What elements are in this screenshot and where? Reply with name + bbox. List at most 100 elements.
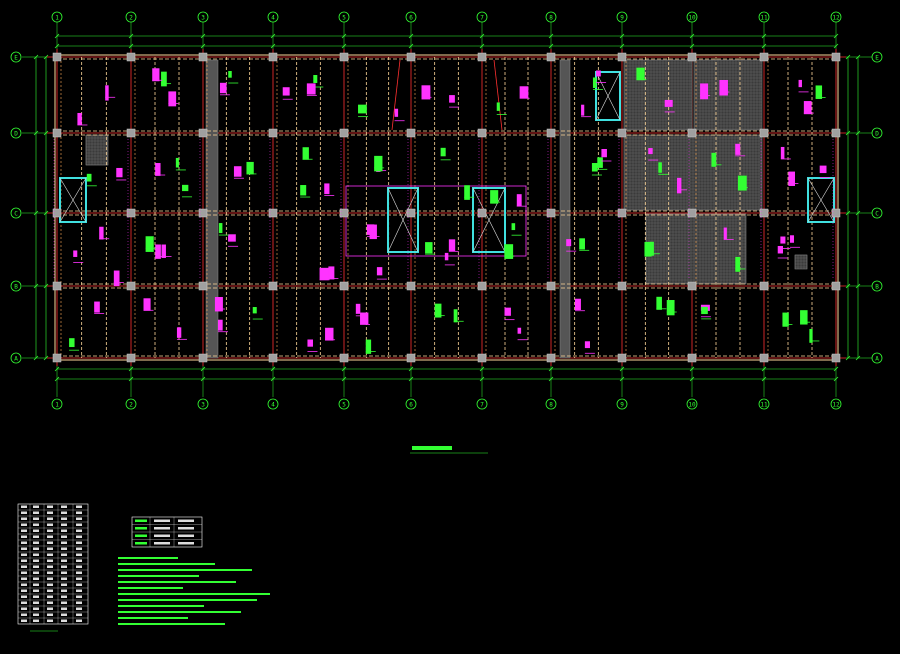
column — [339, 208, 349, 218]
column — [268, 208, 278, 218]
rebar-tag — [658, 162, 662, 173]
rebar-tag — [711, 152, 717, 167]
column — [126, 281, 136, 291]
rebar-callouts — [53, 67, 834, 354]
axis-bubble: 12 — [830, 398, 842, 410]
schedule-cell-text — [76, 529, 82, 532]
rebar-tag — [453, 309, 458, 323]
schedule-cell-text — [47, 505, 53, 508]
dimension-tick — [200, 43, 206, 49]
rebar-tag — [666, 300, 675, 316]
column — [687, 353, 697, 363]
dimension-tick — [408, 43, 414, 49]
dimension-tick — [128, 43, 134, 49]
schedule-cell-text — [61, 517, 67, 520]
rebar-tag — [360, 312, 369, 325]
rebar-tag — [228, 71, 232, 78]
rebar-tag — [99, 226, 104, 240]
structural-columns — [52, 52, 841, 363]
rebar-tag — [369, 224, 377, 240]
schedule-cell-text — [47, 589, 53, 592]
axis-bubble-circle — [758, 11, 770, 23]
schedule-cell-text — [76, 541, 82, 544]
axis-bubble-label: 9 — [620, 402, 624, 409]
slab-outline — [54, 54, 839, 361]
schedule-cell-text — [33, 601, 39, 604]
schedule-cell-text — [47, 547, 53, 550]
dimension-tick — [270, 33, 276, 39]
note-line — [118, 563, 215, 565]
schedule-cell-text — [21, 565, 27, 568]
schedule-cell-text — [21, 619, 27, 622]
axis-bubble-circle — [545, 398, 557, 410]
note-line — [118, 617, 188, 619]
dimension-tick — [54, 43, 60, 49]
dimension-tick — [761, 376, 767, 382]
axis-bubble-circle — [10, 352, 22, 364]
column — [339, 281, 349, 291]
title-text-mark — [412, 446, 452, 450]
dimension-tick — [270, 43, 276, 49]
schedule-cell-text — [76, 607, 82, 610]
core-wall — [387, 187, 419, 253]
dimension-tick — [845, 130, 851, 136]
rebar-tag — [516, 194, 522, 207]
axis-bubble-circle — [476, 11, 488, 23]
rebar-tag — [579, 238, 585, 250]
core-outline — [345, 185, 527, 257]
axis-bubble-label: C — [14, 211, 18, 218]
rebar-tag — [700, 83, 709, 100]
column — [126, 208, 136, 218]
schedule-cell-text — [21, 595, 27, 598]
dimension-tick — [341, 33, 347, 39]
dimension-tick — [479, 33, 485, 39]
schedule-cell-text — [33, 547, 39, 550]
column — [126, 128, 136, 138]
column — [268, 128, 278, 138]
rebar-tag — [574, 298, 581, 311]
column — [831, 128, 841, 138]
rebar-tag — [444, 252, 449, 261]
dimension-tick — [33, 355, 39, 361]
legend-cell-text — [135, 527, 147, 530]
schedule-cell-text — [47, 583, 53, 586]
column — [477, 52, 487, 62]
schedule-cell-text — [47, 553, 53, 556]
schedule-cell-text — [76, 589, 82, 592]
legend-cell-text — [135, 534, 147, 537]
axis-bubble-circle — [616, 11, 628, 23]
axis-bubble-label: B — [14, 284, 18, 291]
axis-bubble: 3 — [197, 398, 209, 410]
schedule-cell-text — [21, 601, 27, 604]
column — [546, 52, 556, 62]
legend-cell-text — [154, 534, 170, 537]
column — [52, 353, 62, 363]
rebar-tag — [636, 67, 645, 81]
dimension-tick — [408, 376, 414, 382]
schedule-cell-text — [61, 559, 67, 562]
column — [759, 353, 769, 363]
dimension-tick — [200, 33, 206, 39]
schedule-cell-text — [47, 619, 53, 622]
axis-bubble-label: 1 — [55, 15, 59, 22]
dimension-tick — [33, 210, 39, 216]
rebar-tag — [815, 85, 823, 99]
schedule-cell-text — [33, 589, 39, 592]
column — [126, 353, 136, 363]
note-line — [118, 587, 183, 589]
column — [687, 52, 697, 62]
column — [198, 52, 208, 62]
wall-strip — [205, 59, 219, 359]
rebar-tag — [566, 239, 572, 247]
axis-bubble-label: 7 — [480, 402, 484, 409]
dimension-tick — [270, 366, 276, 372]
rebar-tag — [228, 234, 236, 242]
axis-bubble-label: 8 — [549, 402, 553, 409]
rebar-tag — [86, 173, 92, 182]
schedule-cell-text — [47, 565, 53, 568]
schedule-cell-text — [61, 577, 67, 580]
dimension-tick — [54, 376, 60, 382]
axis-bubble: 5 — [338, 398, 350, 410]
axis-bubble-label: 4 — [271, 15, 275, 22]
